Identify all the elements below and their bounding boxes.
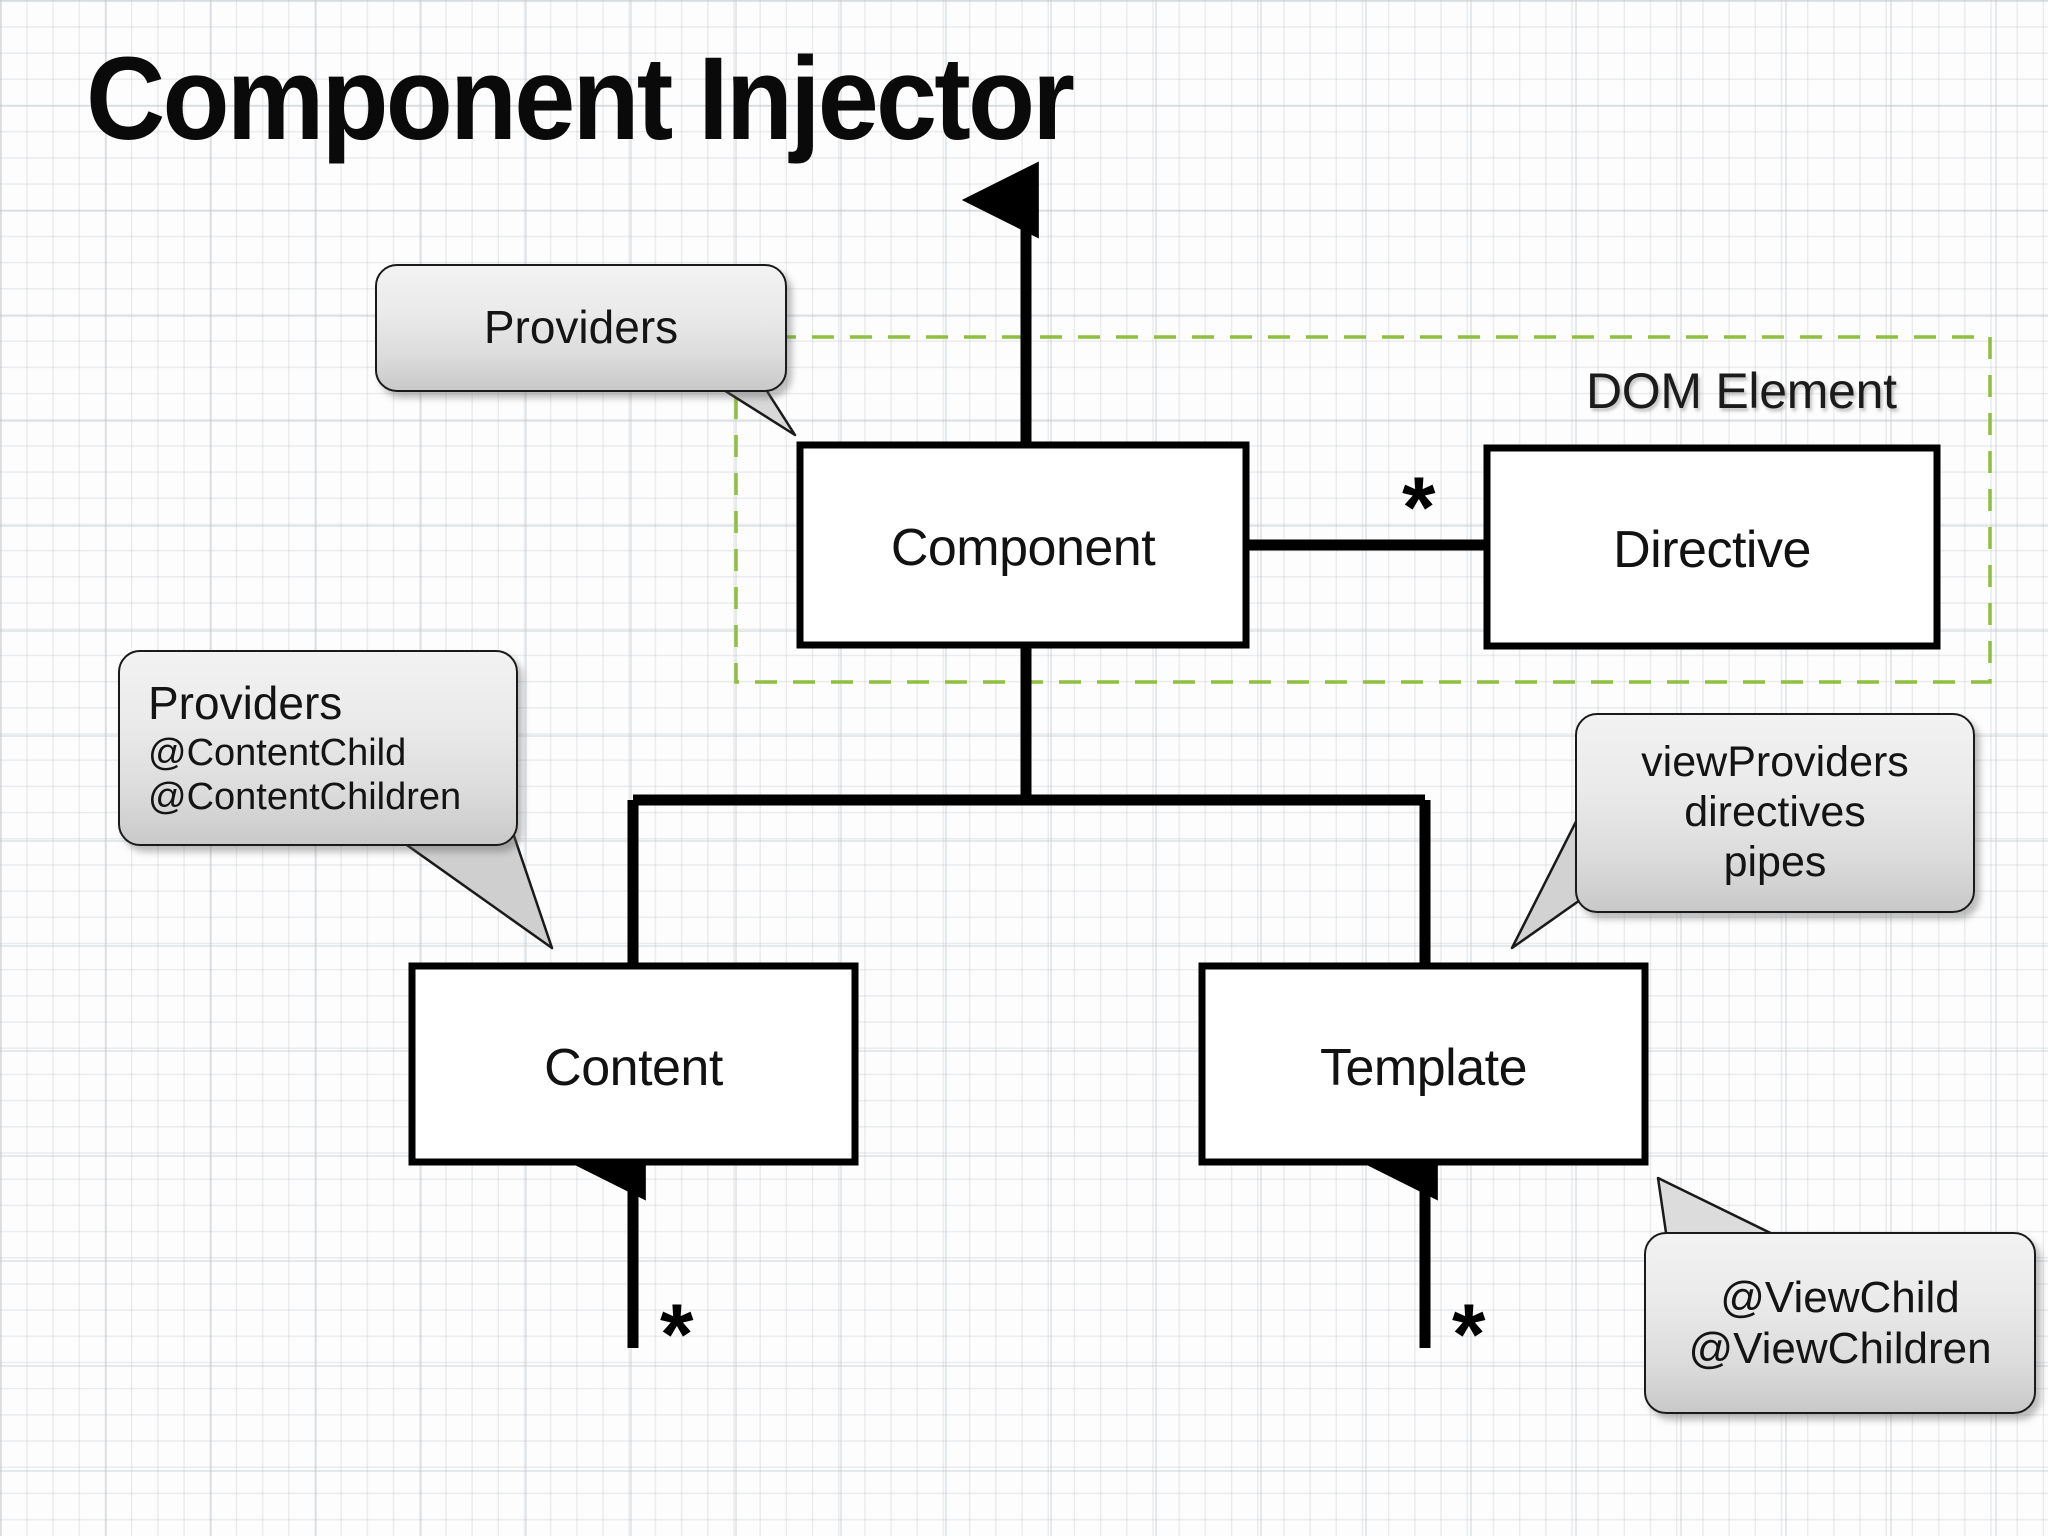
node-component[interactable]: [796, 441, 1250, 649]
page-title: Component Injector: [86, 33, 1075, 165]
multiplicity-star-template: *: [1452, 1287, 1486, 1383]
node-label-component: Component: [890, 519, 1156, 577]
callout-line: pipes: [1723, 837, 1827, 886]
node-content[interactable]: [408, 962, 859, 1166]
callout-line: @ViewChildren: [1688, 1324, 1992, 1373]
dom-element-label: DOM Element: [1586, 363, 1897, 419]
callout-providers-content[interactable]: Providers @ContentChild @ContentChildren: [118, 650, 518, 846]
callout-line: @ViewChild: [1720, 1272, 1960, 1322]
callout-line: @ContentChild: [148, 731, 407, 774]
node-label-directive: Directive: [1613, 521, 1811, 579]
callout-providers-top[interactable]: Providers: [375, 264, 787, 392]
callout-line: Providers: [483, 301, 679, 354]
multiplicity-star-directive: *: [1402, 460, 1436, 556]
edge-component-children: [627, 645, 1431, 975]
callout-line: viewProviders: [1641, 738, 1909, 787]
node-directive[interactable]: [1483, 444, 1941, 650]
callout-line: directives: [1684, 788, 1866, 837]
node-label-template: Template: [1320, 1039, 1528, 1097]
callout-line: Providers: [148, 677, 343, 730]
callout-view-providers[interactable]: viewProviders directives pipes: [1575, 713, 1975, 913]
dom-element-region: [734, 335, 1992, 684]
callout-line: @ContentChildren: [148, 775, 462, 818]
multiplicity-star-content: *: [660, 1287, 694, 1383]
callout-view-child[interactable]: @ViewChild @ViewChildren: [1644, 1232, 2036, 1414]
node-template[interactable]: [1198, 962, 1649, 1166]
node-label-content: Content: [544, 1039, 723, 1097]
